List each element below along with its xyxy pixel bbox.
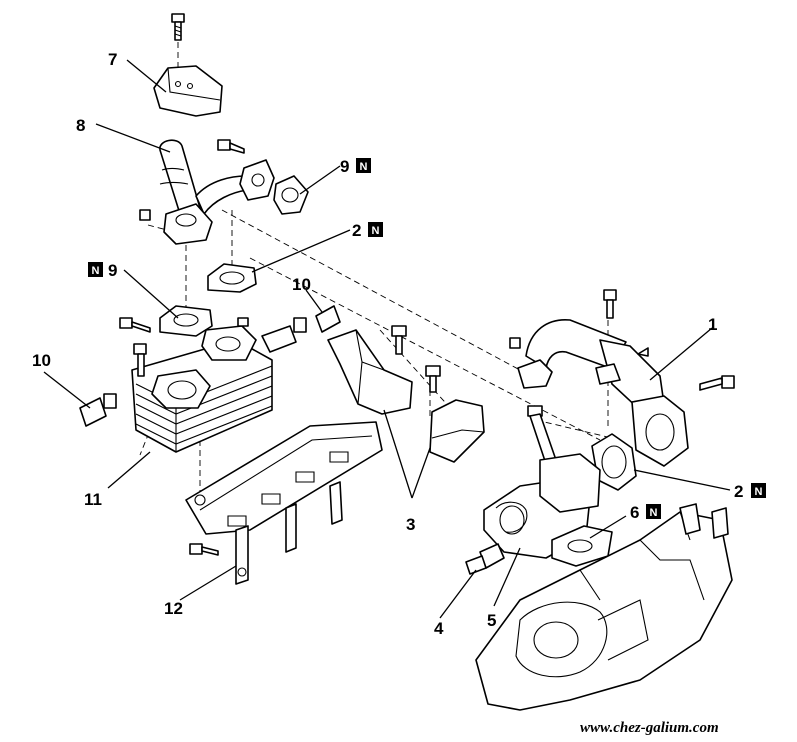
callout-10-right: 10 xyxy=(292,275,311,294)
callout-10-left: 10 xyxy=(32,351,51,370)
new-part-badge xyxy=(646,504,661,519)
callout-6: 6 N xyxy=(630,503,661,522)
callout-3: 3 xyxy=(406,515,415,534)
part-7-cover xyxy=(153,13,223,117)
callout-9-lower: N 9 xyxy=(88,261,117,280)
callout-5: 5 xyxy=(487,611,496,630)
part-11-egr-cooler xyxy=(119,317,297,453)
callout-12: 12 xyxy=(164,599,183,618)
new-part-badge xyxy=(751,483,766,498)
callout-9-lower-number: 9 xyxy=(108,261,117,280)
callout-4-number: 4 xyxy=(434,619,444,638)
new-part-badge-letter: N xyxy=(650,507,658,519)
callout-10-left-number: 10 xyxy=(32,351,51,370)
callout-2-upper-number: 2 xyxy=(352,221,361,240)
callout-2-upper: 2 N xyxy=(352,221,383,240)
callout-1: 1 xyxy=(708,315,717,334)
callout-2-lower-number: 2 xyxy=(734,482,743,501)
new-part-badge xyxy=(368,222,383,237)
new-part-badge xyxy=(356,158,371,173)
callout-2-lower: 2 N xyxy=(734,482,766,501)
new-part-badge xyxy=(88,262,103,277)
callout-11-number: 11 xyxy=(84,490,102,509)
leader-lines xyxy=(43,59,731,619)
callout-1-number: 1 xyxy=(708,315,717,334)
part-10-hoses xyxy=(79,305,341,427)
part-5-egr-valve xyxy=(483,405,613,567)
callout-7: 7 xyxy=(108,50,117,69)
new-part-badge-letter: N xyxy=(372,225,380,237)
part-4-connector xyxy=(465,543,505,575)
part-12-bracket xyxy=(185,421,383,585)
callout-6-number: 6 xyxy=(630,503,639,522)
new-part-badge-letter: N xyxy=(92,265,100,277)
part-1-pipe xyxy=(509,289,735,467)
callout-10-right-number: 10 xyxy=(292,275,311,294)
callout-8-number: 8 xyxy=(76,116,85,135)
callout-3-number: 3 xyxy=(406,515,415,534)
callout-9-upper-number: 9 xyxy=(340,157,349,176)
new-part-badge-letter: N xyxy=(755,486,763,498)
part-3-brackets xyxy=(327,325,485,463)
callout-8: 8 xyxy=(76,116,85,135)
callout-11: 11 xyxy=(84,490,102,509)
new-part-badge-letter: N xyxy=(360,161,368,173)
callout-7-number: 7 xyxy=(108,50,117,69)
callout-5-number: 5 xyxy=(487,611,496,630)
part-8-pipe xyxy=(139,139,275,245)
callout-4: 4 xyxy=(434,619,444,638)
intake-manifold xyxy=(475,503,733,711)
callout-9-upper: 9 N xyxy=(340,157,371,176)
callout-12-number: 12 xyxy=(164,599,183,618)
watermark: www.chez-galium.com xyxy=(580,720,719,736)
